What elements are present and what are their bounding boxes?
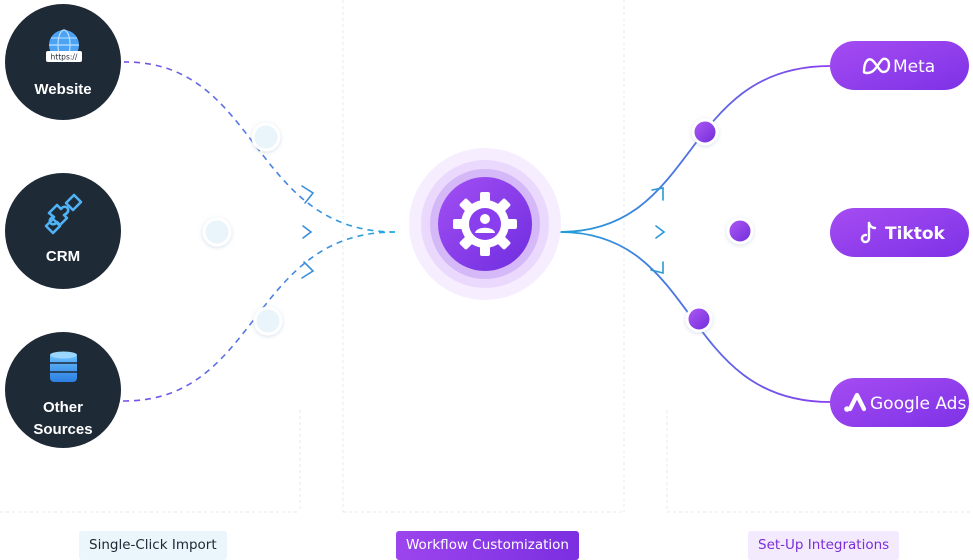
integration-connectors (559, 65, 831, 403)
dot-google-ads (685, 305, 713, 333)
stage-tag-integrations: Set-Up Integrations (748, 531, 900, 560)
dot-tiktok (726, 217, 754, 245)
dot-meta (691, 118, 719, 146)
dot-website (251, 122, 281, 152)
import-dots (202, 122, 283, 336)
destination-label-tiktok: Tiktok (885, 224, 946, 244)
dot-other-sources (253, 306, 283, 336)
connector-meta (559, 65, 831, 233)
connector-website (122, 61, 396, 233)
destination-pill-tiktok: Tiktok (830, 208, 969, 257)
source-node-other-sources: Other Sources (2, 329, 124, 451)
dot-crm (202, 217, 232, 247)
arrowhead-website (301, 185, 315, 204)
globe-https-icon: https:// (46, 29, 82, 62)
stage-tag-workflow: Workflow Customization (396, 531, 579, 560)
destination-pill-google-ads: Google Ads (830, 378, 969, 427)
source-label-crm: CRM (46, 248, 80, 265)
database-icon (50, 351, 77, 382)
puzzle-icon (44, 193, 83, 235)
integration-dots (685, 118, 754, 333)
tiktok-logo-icon (860, 221, 877, 244)
column-guides (0, 0, 973, 513)
arrowhead-google-ads (650, 261, 664, 275)
source-node-website: https:// Website (2, 1, 124, 123)
source-label-website: Website (34, 81, 91, 98)
destination-label-google-ads: Google Ads (870, 394, 966, 414)
source-label-other-sources-line1: Other (43, 399, 83, 416)
arrowhead-meta (651, 187, 664, 201)
meta-logo-icon (862, 57, 891, 75)
google-ads-logo-icon (844, 392, 867, 412)
arrowhead-crm (302, 225, 313, 239)
arrowhead-other-sources (301, 261, 315, 279)
stage-tag-import: Single-Click Import (79, 531, 227, 560)
source-label-other-sources-line2: Sources (33, 421, 92, 438)
connector-other-sources (122, 231, 396, 402)
gear-user-icon (453, 192, 517, 256)
source-node-crm: CRM (2, 170, 124, 292)
https-badge-text: https:// (51, 53, 78, 62)
destination-pill-meta: Meta (830, 41, 969, 90)
import-connectors (122, 61, 396, 402)
import-arrowheads (301, 185, 315, 279)
destination-label-meta: Meta (893, 57, 935, 77)
arrowhead-tiktok (655, 225, 666, 239)
integration-arrowheads (650, 187, 666, 275)
workflow-hub (409, 148, 561, 300)
